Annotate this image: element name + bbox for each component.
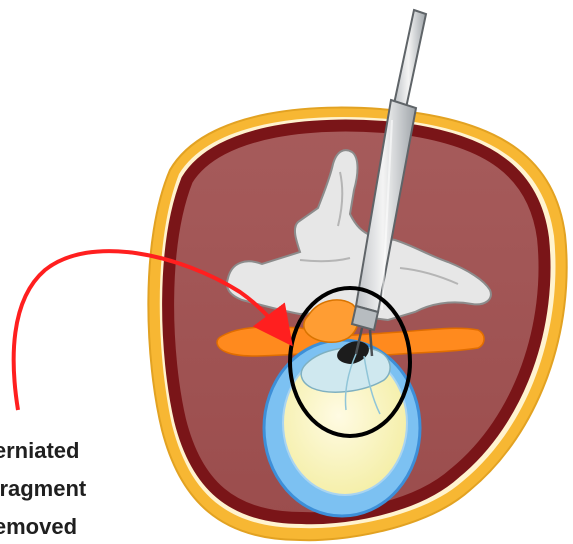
caption-line-2: Fragment: [0, 470, 86, 508]
caption-line-3: Removed: [0, 508, 77, 544]
caption-line-1: Herniated: [0, 436, 79, 470]
caption-text-block: Herniated Fragment Removed: [0, 436, 130, 544]
